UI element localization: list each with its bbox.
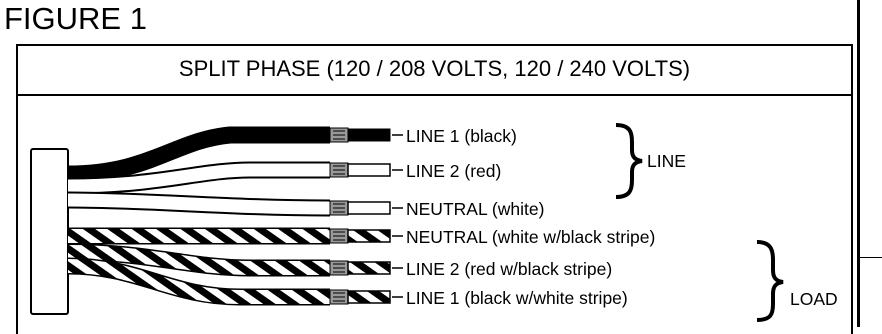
wire-line2-red bbox=[67, 161, 403, 195]
group-label-line: LINE bbox=[647, 151, 686, 171]
line-brace-icon bbox=[615, 123, 643, 199]
wire-line1-black bbox=[67, 126, 403, 183]
panel-title: SPLIT PHASE (120 / 208 VOLTS, 120 / 240 … bbox=[18, 46, 851, 96]
label-line2-striped: LINE 2 (red w/black stripe) bbox=[406, 259, 612, 279]
label-line1-black: LINE 1 (black) bbox=[406, 126, 517, 146]
group-label-load: LOAD bbox=[790, 289, 838, 309]
right-divider-tick bbox=[860, 257, 882, 258]
right-divider bbox=[857, 0, 860, 327]
connector-block bbox=[30, 148, 69, 315]
label-line1-striped: LINE 1 (black w/white stripe) bbox=[406, 288, 628, 308]
figure-panel: SPLIT PHASE (120 / 208 VOLTS, 120 / 240 … bbox=[16, 44, 853, 334]
label-line2-red: LINE 2 (red) bbox=[406, 161, 501, 181]
wiring-diagram: LINE 1 (black) LINE 2 (red) NEUTRAL (whi… bbox=[30, 123, 838, 322]
load-brace-icon bbox=[756, 240, 784, 322]
label-neutral-white: NEUTRAL (white) bbox=[406, 199, 544, 219]
wire-line2-striped bbox=[67, 243, 403, 277]
label-neutral-striped: NEUTRAL (white w/black stripe) bbox=[406, 227, 655, 247]
wire-neutral-striped bbox=[68, 227, 403, 245]
wire-line1-striped bbox=[67, 257, 403, 306]
wire-neutral-white bbox=[67, 191, 403, 217]
figure-label: FIGURE 1 bbox=[4, 1, 147, 36]
